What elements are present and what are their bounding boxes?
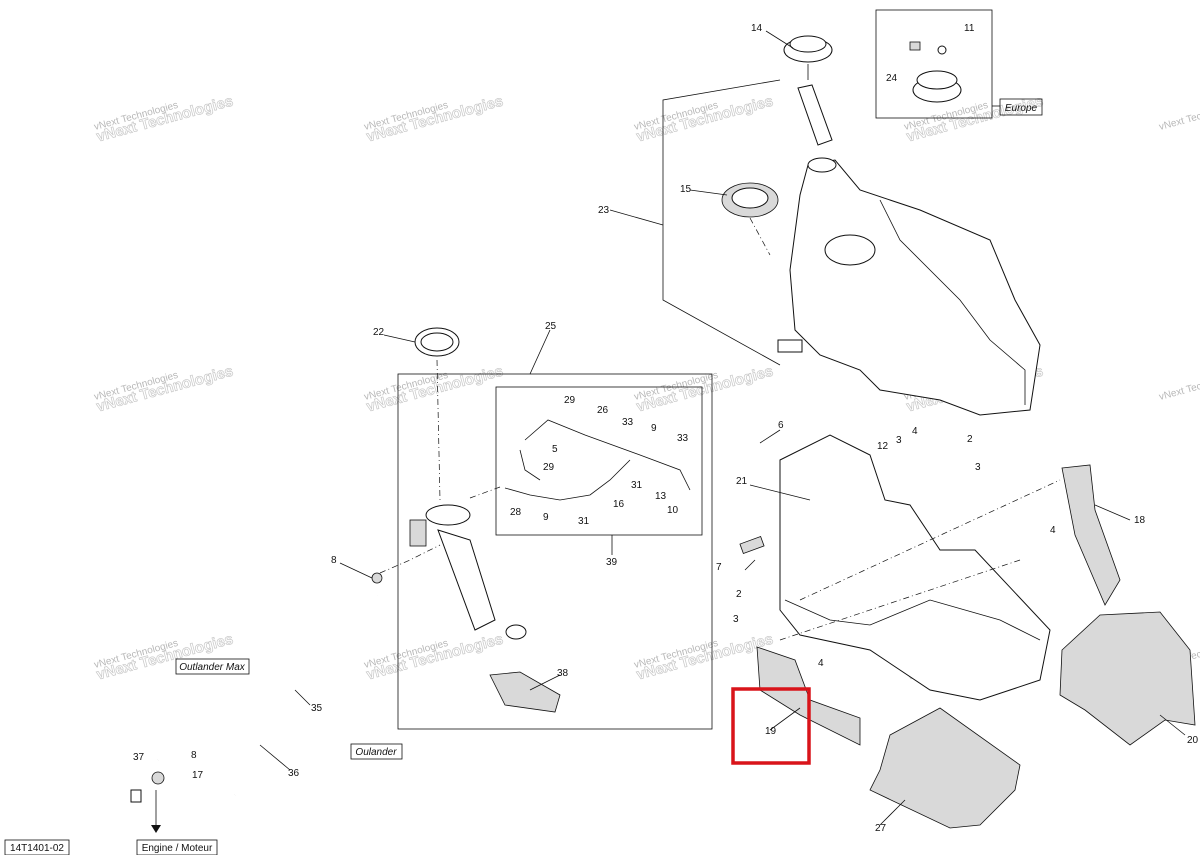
callout-15: 15	[680, 184, 692, 195]
callout-33b: 33	[677, 433, 689, 444]
callout-9b: 9	[543, 512, 549, 523]
callout-12: 12	[877, 441, 889, 452]
strainer	[489, 671, 561, 713]
callout-27: 27	[875, 823, 887, 834]
clamp	[937, 45, 947, 55]
callout-7: 7	[716, 562, 722, 573]
callout-36: 36	[288, 768, 300, 779]
callout-21: 21	[736, 476, 748, 487]
oulander-tag: Oulander	[355, 747, 397, 758]
callout-10: 10	[667, 505, 679, 516]
oulander-tag-frame	[350, 743, 403, 760]
heat-shield-18	[1061, 464, 1121, 606]
fuel-tank-group	[662, 35, 1041, 416]
callout-22: 22	[373, 327, 385, 338]
callout-8b: 8	[191, 750, 197, 761]
tank-support	[779, 434, 1051, 701]
callout-4c: 4	[818, 658, 824, 669]
watermark: vNext Technologies	[1158, 100, 1200, 133]
callout-17: 17	[192, 770, 204, 781]
callout-9a: 9	[651, 423, 657, 434]
callout-18: 18	[1134, 515, 1146, 526]
filler-neck	[797, 84, 833, 146]
callout-19: 19	[765, 726, 777, 737]
vent-valve	[909, 41, 921, 51]
callout-2b: 2	[736, 589, 742, 600]
tank-support-group	[739, 434, 1196, 829]
diagram-code-frame	[4, 839, 70, 855]
callout-28: 28	[510, 507, 522, 518]
europe-tag-frame	[999, 98, 1043, 116]
outlander-max-tag-frame	[175, 658, 250, 675]
outlander-max-tag: Outlander Max	[179, 662, 246, 673]
leader-lines	[259, 30, 1186, 826]
callout-13: 13	[655, 491, 667, 502]
callout-4a: 4	[912, 426, 918, 437]
callout-35: 35	[311, 703, 323, 714]
callout-31a: 31	[631, 480, 643, 491]
callout-31b: 31	[578, 516, 590, 527]
callout-33a: 33	[622, 417, 634, 428]
callout-25: 25	[545, 321, 557, 332]
engine-tag: Engine / Moteur	[142, 843, 213, 854]
callout-26: 26	[597, 405, 609, 416]
callout-14: 14	[751, 23, 763, 34]
callout-8a: 8	[331, 555, 337, 566]
europe-inset: Europe	[875, 9, 1043, 119]
callout-5: 5	[552, 444, 558, 455]
fuel-pump-group	[379, 327, 713, 730]
fuel-tank	[789, 159, 1041, 416]
callout-38: 38	[557, 668, 569, 679]
hose-kit-box	[495, 386, 703, 536]
callout-24: 24	[886, 73, 898, 84]
callouts: 11 14 24 15 23 22 25 29 26 33 9 33 5 29 …	[133, 23, 1199, 834]
highlight-box	[731, 687, 811, 765]
callout-2a: 2	[967, 434, 973, 445]
pump-flange	[425, 504, 471, 526]
callout-29a: 29	[564, 395, 576, 406]
callout-6: 6	[778, 420, 784, 431]
callout-39: 39	[606, 557, 618, 568]
hose-clamp	[371, 572, 383, 584]
callout-37: 37	[133, 752, 145, 763]
callout-23: 23	[598, 205, 610, 216]
callout-4b: 4	[1050, 525, 1056, 536]
europe-tag: Europe	[1005, 103, 1038, 114]
callout-20: 20	[1187, 735, 1199, 746]
engine-tag-frame	[136, 839, 218, 855]
callout-3b: 3	[975, 462, 981, 473]
plate-27	[869, 707, 1021, 829]
callout-3a: 3	[896, 435, 902, 446]
callout-29b: 29	[543, 462, 555, 473]
fuel-hoses: Outlander Max Oulander Engine / Moteur	[130, 572, 403, 855]
callout-3c: 3	[733, 614, 739, 625]
watermark: vNext Technologies	[1158, 370, 1200, 403]
callout-16: 16	[613, 499, 625, 510]
fuel-pump	[437, 529, 496, 631]
diagram-code: 14T1401-02	[10, 843, 64, 854]
check-valve	[151, 771, 165, 785]
callout-11: 11	[964, 23, 975, 34]
heat-shield-20	[1059, 611, 1196, 746]
